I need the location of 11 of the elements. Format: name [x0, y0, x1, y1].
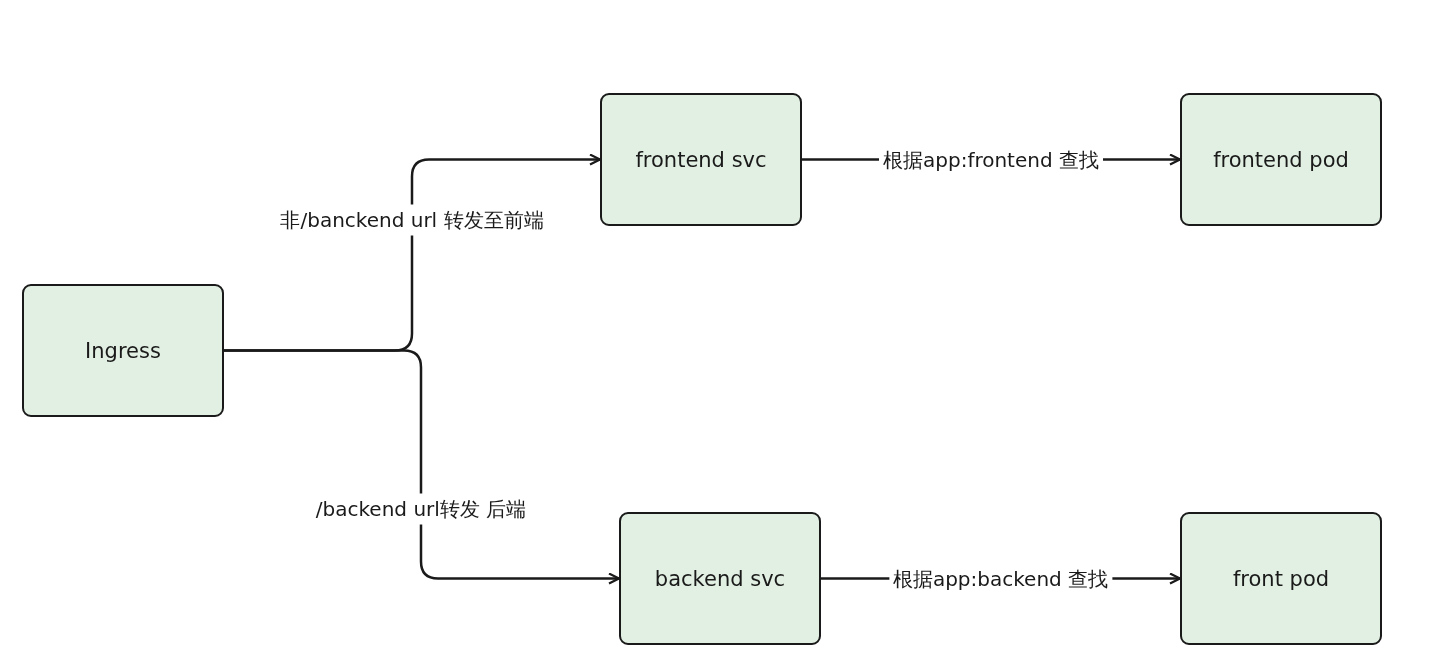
- process-box: [1180, 93, 1382, 226]
- process-box: [1180, 512, 1382, 645]
- box-label: backend svc: [654, 566, 786, 591]
- box-label: frontend svc: [635, 147, 767, 172]
- box-label: frontend pod: [1213, 147, 1349, 172]
- process-box: [619, 512, 821, 645]
- box-label: Ingress: [85, 338, 161, 363]
- arrow: [224, 349, 621, 585]
- process-box: [600, 93, 802, 226]
- process-box: [22, 284, 224, 417]
- box-label: front pod: [1232, 566, 1330, 591]
